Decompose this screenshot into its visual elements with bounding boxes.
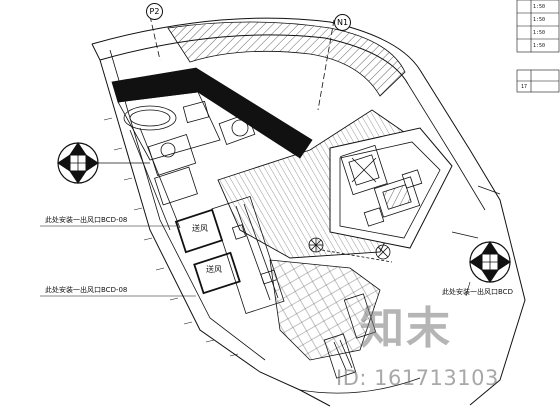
title-block-row-4: 1:50 [533,43,546,49]
section-symbol-left [57,142,150,184]
watermark-brand: 知末 [360,303,452,354]
callout-left-upper: 此处安装一出风口BCD-08 [45,216,128,224]
section-symbol-right [469,241,511,283]
room-label-store-2: 送风 [206,265,222,274]
callout-left-lower: 此处安装一出风口BCD-08 [45,286,128,294]
callout-right: 此处安装一出风口BCD [442,288,513,296]
title-block-row-1: 1:50 [533,4,546,10]
title-block-row-2: 1:50 [533,17,546,23]
title-block: 1:50 1:50 1:50 1:50 17 [517,0,560,108]
title-block-note: 17 [521,84,528,90]
room-label-store-1: 送风 [192,224,208,233]
watermark-id: ID: 161713103 [336,366,499,390]
grid-marker-p2: P2 [146,3,163,20]
grid-marker-n1: N1 [334,14,351,31]
title-block-row-3: 1:50 [533,30,546,36]
